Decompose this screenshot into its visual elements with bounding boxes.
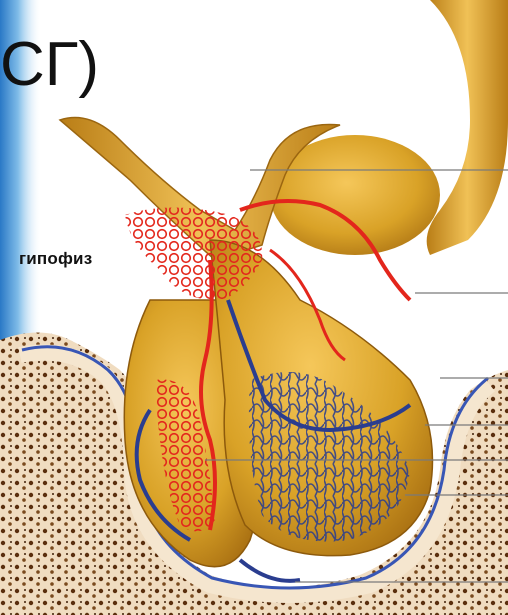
page-title: СГ) [0, 30, 99, 100]
vein-lower [240, 560, 300, 581]
hypothalamus [427, 0, 508, 255]
pituitary-label: гипофиз [19, 249, 92, 269]
portal-capillary-net [125, 208, 262, 301]
